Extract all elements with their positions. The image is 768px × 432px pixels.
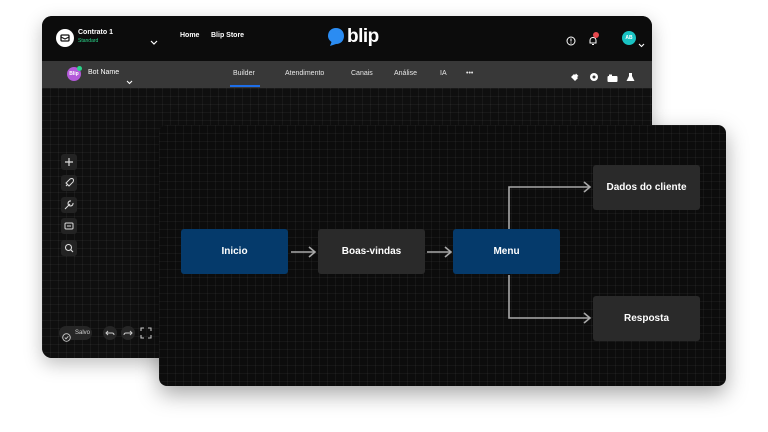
rocket-icon (65, 178, 74, 187)
contract-title[interactable]: Contrato 1 (78, 29, 113, 36)
bot-name[interactable]: Bot Name (88, 69, 120, 76)
arrowhead (444, 246, 453, 258)
search-tool-button[interactable] (61, 240, 77, 256)
check-circle-icon (62, 329, 71, 347)
arrowhead (308, 246, 317, 258)
search-icon (64, 243, 74, 253)
saved-status (59, 326, 92, 340)
users-icon[interactable] (607, 70, 618, 88)
tab-ia[interactable]: IA (440, 70, 447, 77)
flow-node-boas-vindas[interactable]: Boas-vindas (318, 229, 425, 274)
library-tool-button[interactable] (61, 218, 77, 234)
sub-bar (42, 61, 652, 88)
chevron-down-icon[interactable] (126, 72, 133, 90)
bell-icon[interactable] (588, 33, 598, 51)
tab-atendimento[interactable]: Atendimento (285, 70, 325, 77)
tab-analise[interactable]: Análise (394, 70, 417, 77)
user-avatar[interactable]: AB (622, 31, 636, 45)
chevron-down-icon[interactable] (638, 35, 645, 53)
fullscreen-button[interactable] (139, 326, 153, 340)
active-tab-indicator (230, 85, 260, 87)
add-tool-button[interactable] (61, 154, 77, 170)
connector-arrow (508, 275, 589, 319)
library-icon (64, 222, 74, 230)
undo-icon (105, 330, 115, 336)
top-bar: Contrato 1 Standard Home Blip Store blip… (42, 16, 652, 61)
flow-node-resposta[interactable]: Resposta (593, 296, 700, 341)
arrowhead (583, 181, 592, 193)
bot-status-dot (77, 66, 82, 71)
chevron-down-icon[interactable] (150, 33, 158, 51)
flow-node-dados-do-cliente[interactable]: Dados do cliente (593, 165, 700, 210)
logo-text: blip (347, 26, 379, 47)
wrench-icon (64, 200, 74, 210)
add-icon (65, 158, 73, 166)
redo-icon (123, 330, 133, 336)
wrench-tool-button[interactable] (61, 197, 77, 213)
flow-node-inicio[interactable]: Inicio (181, 229, 288, 274)
contract-plan: Standard (78, 38, 99, 44)
help-icon[interactable] (566, 33, 576, 51)
tab-more[interactable]: ••• (466, 70, 474, 77)
undo-button[interactable] (103, 326, 117, 340)
flow-canvas[interactable]: Inicio Boas-vindas Menu Dados do cliente… (159, 125, 726, 386)
puzzle-icon[interactable] (570, 69, 580, 87)
notification-badge (593, 32, 599, 38)
settings-icon[interactable] (589, 69, 599, 87)
tab-canais[interactable]: Canais (351, 70, 373, 77)
flow-node-menu[interactable]: Menu (453, 229, 560, 274)
arrowhead (583, 312, 592, 324)
flask-icon[interactable] (626, 69, 635, 87)
contract-icon[interactable] (56, 29, 74, 47)
nav-blip-store-link[interactable]: Blip Store (211, 32, 245, 39)
redo-button[interactable] (121, 326, 135, 340)
tab-builder[interactable]: Builder (233, 70, 255, 77)
rocket-tool-button[interactable] (61, 175, 77, 191)
connector-arrow (508, 186, 589, 229)
nav-home-link[interactable]: Home (180, 32, 200, 39)
fullscreen-icon (140, 327, 152, 339)
saved-label: Salvo (75, 330, 91, 336)
blip-logo-icon (327, 27, 345, 52)
flow-connectors (291, 181, 592, 324)
